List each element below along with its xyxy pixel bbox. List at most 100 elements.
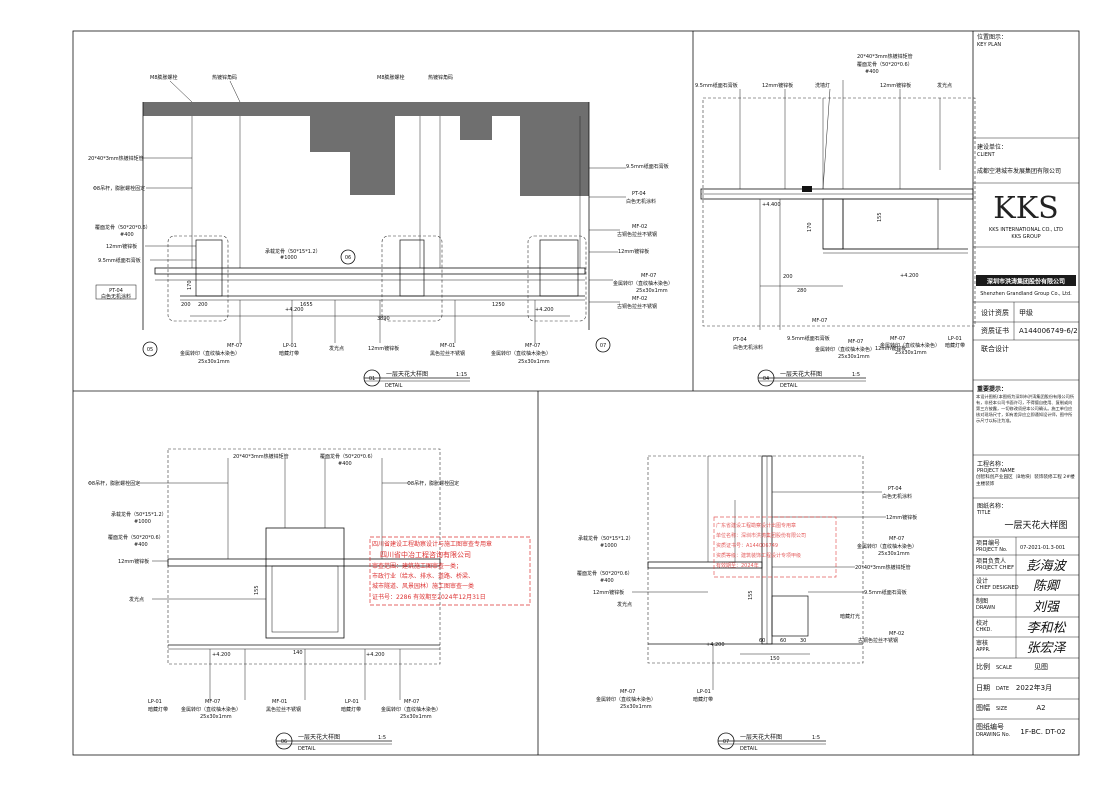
svg-text:四川省建设工程勘察设计与施工图审查专用章: 四川省建设工程勘察设计与施工图审查专用章 [372, 540, 492, 548]
concrete-beam-2 [520, 116, 589, 196]
label-steel-tube: 20*40*3mm热镀锌矩管 [88, 155, 144, 162]
client-en: CLIENT [977, 152, 996, 158]
project-chief-label: 项目负责人 [976, 557, 1006, 565]
signature-chief: 彭海波 [1026, 559, 1067, 574]
svg-text:白色无机涂料: 白色无机涂料 [626, 198, 656, 205]
svg-text:覆面龙骨（50*20*0.6）: 覆面龙骨（50*20*0.6） [320, 453, 376, 460]
svg-text:金属转印（直纹柚木染色）: 金属转印（直纹柚木染色） [181, 706, 241, 713]
svg-text:暗藏灯带: 暗藏灯带 [148, 706, 168, 713]
project-chief-en: PROJECT CHIEF [976, 565, 1014, 571]
svg-text:9.5mm纸面石膏板: 9.5mm纸面石膏板 [695, 82, 738, 89]
svg-text:金属转印（直纹柚木染色）: 金属转印（直纹柚木染色） [815, 346, 875, 353]
svg-text:白色无机涂料: 白色无机涂料 [733, 344, 763, 351]
project-no-en: PROJECT No. [976, 547, 1008, 553]
detail-callout-box [167, 235, 229, 322]
drawing-title: 一层天花大样图 [1004, 519, 1067, 531]
svg-text:MF-01: MF-01 [440, 343, 455, 349]
drawing-name-label: 图纸名称： [977, 502, 1007, 510]
drawn-en: DRAWN [976, 605, 995, 611]
svg-text:MF-07: MF-07 [812, 318, 827, 324]
contractor-banner [976, 275, 1076, 286]
detail-06-boundary [167, 448, 441, 665]
svg-text:+4.200: +4.200 [706, 642, 725, 648]
svg-text:140: 140 [293, 650, 303, 656]
svg-text:承载龙骨（50*15*1.2）: 承载龙骨（50*15*1.2） [265, 248, 321, 255]
svg-text:MF-07: MF-07 [620, 689, 635, 695]
svg-text:#400: #400 [134, 542, 148, 548]
svg-text:20*40*3mm热镀锌矩管: 20*40*3mm热镀锌矩管 [857, 53, 913, 60]
svg-text:+4.200: +4.200 [285, 307, 304, 313]
svg-text:#1000: #1000 [134, 519, 151, 525]
svg-text:9.5mm纸面石膏板: 9.5mm纸面石膏板 [864, 589, 907, 596]
label-m8-bolt: M8膨胀螺栓 [150, 74, 178, 81]
svg-text:古铜色拉丝不锈钢: 古铜色拉丝不锈钢 [858, 637, 898, 644]
drawing-no-en: DRAWING No. [976, 732, 1011, 738]
svg-text:200: 200 [198, 302, 208, 308]
sheet-border [72, 30, 1080, 756]
svg-text:25x30x1mm: 25x30x1mm [636, 288, 668, 294]
svg-text:PT-04: PT-04 [632, 191, 646, 197]
svg-text:审查范围：建筑施工图审查一类；: 审查范围：建筑施工图审查一类； [372, 562, 462, 570]
svg-text:暗藏灯带: 暗藏灯带 [945, 342, 965, 349]
svg-text:金属转印（直纹柚木染色）: 金属转印（直纹柚木染色） [613, 280, 673, 287]
detail-01: 05 06 07 M8膨胀螺栓 热镀锌角码 M8膨胀螺栓 热镀锌角码 20*40… [88, 74, 673, 389]
svg-text:MF-07: MF-07 [227, 343, 242, 349]
drawing-name-en: TITLE [976, 510, 991, 516]
svg-text:25x30x1mm: 25x30x1mm [895, 350, 927, 356]
svg-text:MF-07: MF-07 [404, 699, 419, 705]
svg-text:25x30x1mm: 25x30x1mm [200, 714, 232, 720]
svg-text:金属转印（直纹柚木染色）: 金属转印（直纹柚木染色） [381, 706, 441, 713]
contractor-name-cn: 深圳市洪涛集团股份有限公司 [987, 278, 1065, 286]
detail-04-boundary [702, 97, 976, 327]
svg-text:MF-07: MF-07 [890, 336, 905, 342]
signature-designed: 陈卿 [1033, 578, 1061, 594]
svg-text:证书号：2286 有效期至2024年12月31日: 证书号：2286 有效期至2024年12月31日 [372, 593, 486, 601]
svg-text:覆面龙骨（50*20*0.6）: 覆面龙骨（50*20*0.6） [108, 534, 164, 541]
svg-text:06: 06 [281, 739, 287, 745]
svg-text:12mm镀锌板: 12mm镀锌板 [886, 514, 917, 521]
svg-text:古铜色拉丝不锈钢: 古铜色拉丝不锈钢 [617, 231, 657, 238]
svg-text:25x30x1mm: 25x30x1mm [838, 354, 870, 360]
svg-text:60: 60 [759, 638, 765, 644]
svg-text:热镀锌角码: 热镀锌角码 [212, 74, 237, 81]
signature-approved: 张宏泽 [1026, 640, 1066, 656]
svg-text:25x30x1mm: 25x30x1mm [878, 551, 910, 557]
svg-text:覆面龙骨（50*20*0.6）: 覆面龙骨（50*20*0.6） [577, 570, 633, 577]
svg-text:DETAIL: DETAIL [780, 383, 798, 389]
signature-checked: 李和松 [1026, 621, 1066, 636]
svg-text:12mm镀锌板: 12mm镀锌板 [875, 345, 906, 352]
svg-text:热镀锌角码: 热镀锌角码 [428, 74, 453, 81]
svg-text:单位名称：深圳市洪涛集团股份有限公司: 单位名称：深圳市洪涛集团股份有限公司 [716, 532, 806, 539]
svg-text:12mm镀锌板: 12mm镀锌板 [593, 589, 624, 596]
scale-label: 比例 [976, 662, 990, 671]
concrete-beam-1 [310, 116, 395, 195]
detail-07-boundary [647, 455, 864, 664]
svg-text:PT-04: PT-04 [888, 486, 902, 492]
svg-text:1:5: 1:5 [812, 735, 820, 741]
svg-text:#1000: #1000 [280, 255, 297, 261]
project-no: 07-2021-01.3-001 [1020, 545, 1065, 551]
svg-text:金属转印（直纹柚木染色）: 金属转印（直纹柚木染色） [857, 543, 917, 550]
svg-text:05: 05 [147, 347, 153, 353]
date-label: 日期 [976, 684, 990, 692]
key-plan-en: KEY PLAN [977, 42, 1001, 48]
section-bubble-05 [142, 341, 158, 357]
svg-text:+4.200: +4.200 [900, 273, 919, 279]
svg-text:发光点: 发光点 [129, 596, 144, 603]
key-plan-label: 位置图示： [977, 33, 1007, 41]
project-name: 创智科创产业园区（B地块）装饰装修工程 2#楼主楼装饰 [976, 475, 1075, 487]
svg-text:12mm镀锌板: 12mm镀锌板 [368, 345, 399, 352]
logo-group-en: KKS GROUP [1011, 234, 1040, 240]
svg-text:覆面龙骨（50*20*0.6）: 覆面龙骨（50*20*0.6） [95, 224, 151, 231]
svg-text:暗藏灯光: 暗藏灯光 [840, 613, 860, 620]
checked-label: 校对 [976, 619, 988, 627]
detail-07: PT-04 白色无机涂料 12mm镀锌板 MF-07 金属转印（直纹柚木染色） … [577, 455, 917, 752]
detail-01-title: 一层天花大样图 [386, 370, 428, 378]
ceiling-board [154, 267, 586, 275]
svg-text:1:5: 1:5 [852, 372, 860, 378]
project-en: PROJECT NAME [977, 468, 1015, 474]
notice-text: 本设计图纸(本图纸为深圳市洪涛集团股份有限公司所有，非经本公司书面许可，不得擅自… [976, 394, 1074, 423]
svg-text:广东省建设工程勘察设计出图专用章: 广东省建设工程勘察设计出图专用章 [716, 522, 796, 529]
client-name: 成都空港城市发展集团有限公司 [977, 167, 1061, 175]
